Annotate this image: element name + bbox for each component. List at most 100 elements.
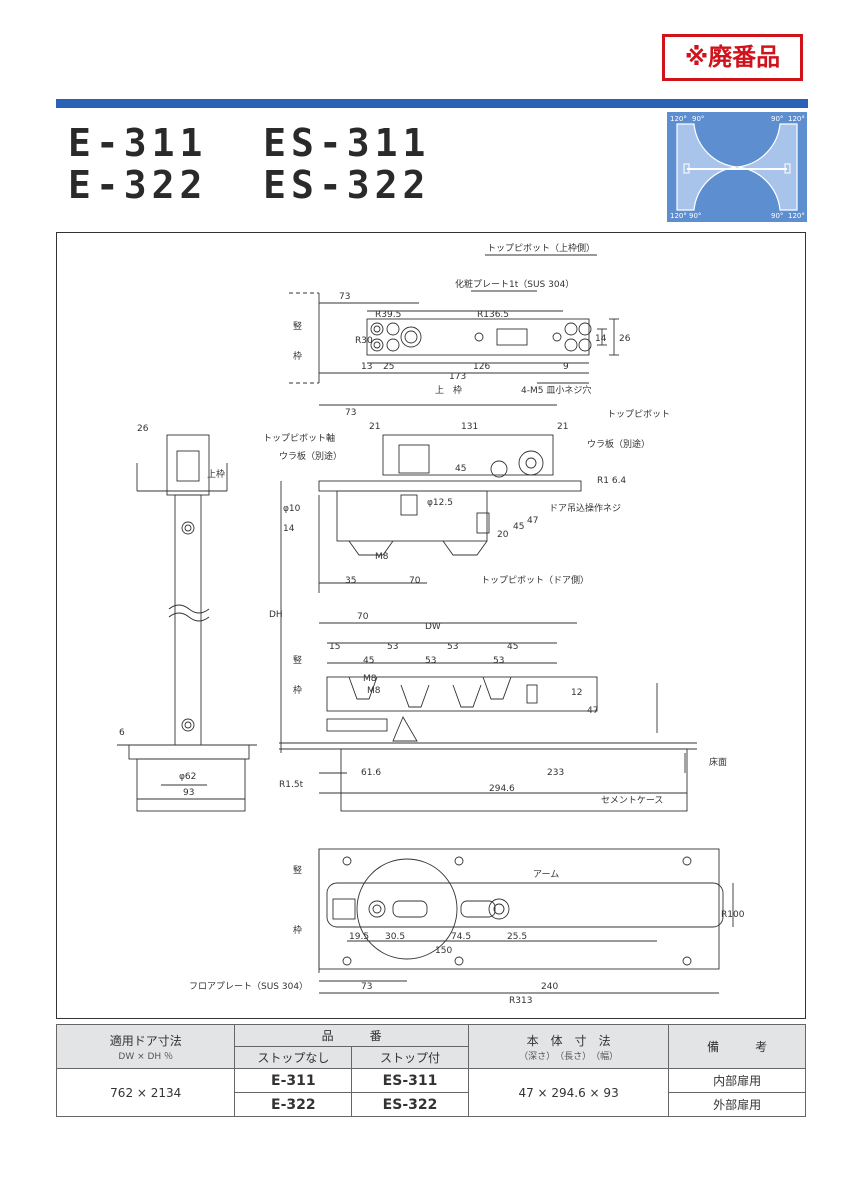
dim-35: 35 bbox=[345, 576, 356, 586]
dim-74-5: 74.5 bbox=[451, 932, 471, 942]
label-cosmetic-plate: 化粧プレート1t（SUS 304） bbox=[455, 278, 574, 290]
label-dh: DH bbox=[269, 610, 283, 620]
label-m8c: M8 bbox=[367, 686, 381, 696]
label-upper-frame-side: 上枠 bbox=[207, 468, 225, 480]
dim-294-6: 294.6 bbox=[489, 784, 515, 794]
label-upper-frame: 上 枠 bbox=[435, 384, 462, 396]
cell-model-es311: ES-311 bbox=[351, 1068, 469, 1093]
header-remarks: 備 考 bbox=[668, 1024, 806, 1069]
header-no-stop: ストップなし bbox=[234, 1046, 353, 1069]
dim-233: 233 bbox=[547, 768, 564, 778]
angle-label: 90° bbox=[692, 115, 704, 123]
dim-13: 13 bbox=[361, 362, 372, 372]
angle-label: 120° bbox=[788, 115, 805, 123]
cell-door-size: 762 × 2134 bbox=[55, 1068, 236, 1117]
label-top-pivot-door: トップピボット（ドア側） bbox=[481, 574, 589, 586]
dim-r136-5: R136.5 bbox=[477, 310, 509, 320]
label-dw: DW bbox=[425, 622, 441, 632]
dim-9: 9 bbox=[563, 362, 569, 372]
dim-19-5: 19.5 bbox=[349, 932, 369, 942]
dim-53c: 53 bbox=[425, 656, 436, 666]
dim-45b: 45 bbox=[513, 522, 524, 532]
dim-73: 73 bbox=[339, 292, 350, 302]
dim-53d: 53 bbox=[493, 656, 504, 666]
cell-remark-interior: 内部扉用 bbox=[668, 1068, 806, 1093]
dim-73b: 73 bbox=[345, 408, 356, 418]
angle-label: 90° bbox=[771, 115, 783, 123]
spec-table: 適用ドア寸法 DW × DH ％ 品 番 本 体 寸 法 （深さ） （長さ） （… bbox=[55, 1024, 806, 1117]
label-m8: M8 bbox=[375, 552, 389, 562]
dim-150: 150 bbox=[435, 946, 452, 956]
dim-15: 15 bbox=[329, 642, 340, 652]
dim-45: 45 bbox=[455, 464, 466, 474]
label-hang-screw: ドア吊込操作ネジ bbox=[549, 502, 621, 514]
label-floor: 床面 bbox=[709, 756, 727, 768]
cell-remark-exterior: 外部扉用 bbox=[668, 1092, 806, 1117]
opening-angle-diagram: 120° 90° 90° 120° 120° 90° 90° 120° bbox=[667, 112, 807, 222]
label-top-pivot: トップピボット bbox=[607, 409, 670, 420]
dim-r30: R30 bbox=[355, 336, 373, 346]
cell-model-e322: E-322 bbox=[234, 1092, 353, 1117]
dim-r1-5t: R1.5t bbox=[279, 780, 304, 790]
dim-30-5: 30.5 bbox=[385, 932, 405, 942]
label-back-plate: ウラ板（別途） bbox=[279, 450, 342, 462]
angle-label: 120° bbox=[670, 115, 687, 123]
dim-47b: 47 bbox=[587, 706, 598, 716]
dim-26: 26 bbox=[619, 334, 631, 344]
dim-20: 20 bbox=[497, 530, 509, 540]
label-frame-2c: 枠 bbox=[293, 924, 302, 936]
header-part-no: 品 番 bbox=[234, 1024, 469, 1047]
dim-53a: 53 bbox=[387, 642, 398, 652]
dim-61-6: 61.6 bbox=[361, 768, 381, 778]
label-cement-case: セメントケース bbox=[601, 795, 663, 806]
dim-73c: 73 bbox=[361, 982, 372, 992]
dim-45c: 45 bbox=[507, 642, 518, 652]
dim-70b: 70 bbox=[357, 612, 369, 622]
header-body-size: 本 体 寸 法 （深さ） （長さ） （幅） bbox=[467, 1024, 670, 1069]
dim-r1-6-4: R1 6.4 bbox=[597, 476, 626, 486]
label-top-pivot-shaft: トップピボット軸 bbox=[263, 432, 335, 444]
header-door-size: 適用ドア寸法 DW × DH ％ bbox=[55, 1024, 236, 1069]
cell-model-e311: E-311 bbox=[234, 1068, 353, 1093]
dim-70: 70 bbox=[409, 576, 421, 586]
dim-240: 240 bbox=[541, 982, 558, 992]
dim-93: 93 bbox=[183, 788, 194, 798]
angle-label: 90° bbox=[689, 212, 701, 220]
technical-drawing: トップピボット（上枠側） 化粧プレート1t（SUS 304） 73 R39.5 … bbox=[117, 242, 745, 1006]
dim-126: 126 bbox=[473, 362, 490, 372]
model-title: E-311 ES-311 E-322 ES-322 bbox=[68, 122, 430, 206]
cell-body-size: 47 × 294.6 × 93 bbox=[467, 1068, 670, 1117]
dim-131: 131 bbox=[461, 422, 478, 432]
dim-21: 21 bbox=[369, 422, 380, 432]
header-with-stop: ストップ付 bbox=[351, 1046, 469, 1069]
dim-21b: 21 bbox=[557, 422, 568, 432]
dim-phi10: φ10 bbox=[283, 504, 301, 514]
dim-173: 173 bbox=[449, 372, 466, 382]
label-back-plate-2: ウラ板（別途） bbox=[587, 438, 650, 450]
dim-12: 12 bbox=[571, 688, 582, 698]
dim-25: 25 bbox=[383, 362, 394, 372]
label-frame-2b: 枠 bbox=[293, 684, 302, 696]
dim-r313: R313 bbox=[509, 996, 532, 1006]
angle-label: 120° bbox=[670, 212, 687, 220]
dim-6: 6 bbox=[119, 728, 125, 738]
dim-phi14: 14 bbox=[283, 524, 295, 534]
dim-45d: 45 bbox=[363, 656, 374, 666]
angle-label: 90° bbox=[771, 212, 783, 220]
dim-phi62: φ62 bbox=[179, 772, 196, 782]
model-line-2: E-322 ES-322 bbox=[68, 163, 431, 207]
angle-label: 120° bbox=[788, 212, 805, 220]
dim-r100: R100 bbox=[721, 910, 745, 920]
dim-14: 14 bbox=[595, 334, 607, 344]
label-screw-holes: 4-M5 皿小ネジ穴 bbox=[521, 384, 591, 396]
dim-12-5: φ12.5 bbox=[427, 498, 453, 508]
label-frame-1c: 竪 bbox=[293, 865, 302, 876]
model-line-1: E-311 ES-311 bbox=[68, 121, 431, 165]
dim-r39-5: R39.5 bbox=[375, 310, 401, 320]
technical-drawing-frame: トップピボット（上枠側） 化粧プレート1t（SUS 304） 73 R39.5 … bbox=[56, 232, 806, 1019]
label-m8b: M8 bbox=[363, 674, 377, 684]
discontinued-badge: ※廃番品 bbox=[662, 34, 803, 81]
label-top-pivot-upper: トップピボット（上枠側） bbox=[487, 242, 595, 254]
label-arm: アーム bbox=[533, 869, 559, 880]
label-frame-1b: 竪 bbox=[293, 655, 302, 666]
